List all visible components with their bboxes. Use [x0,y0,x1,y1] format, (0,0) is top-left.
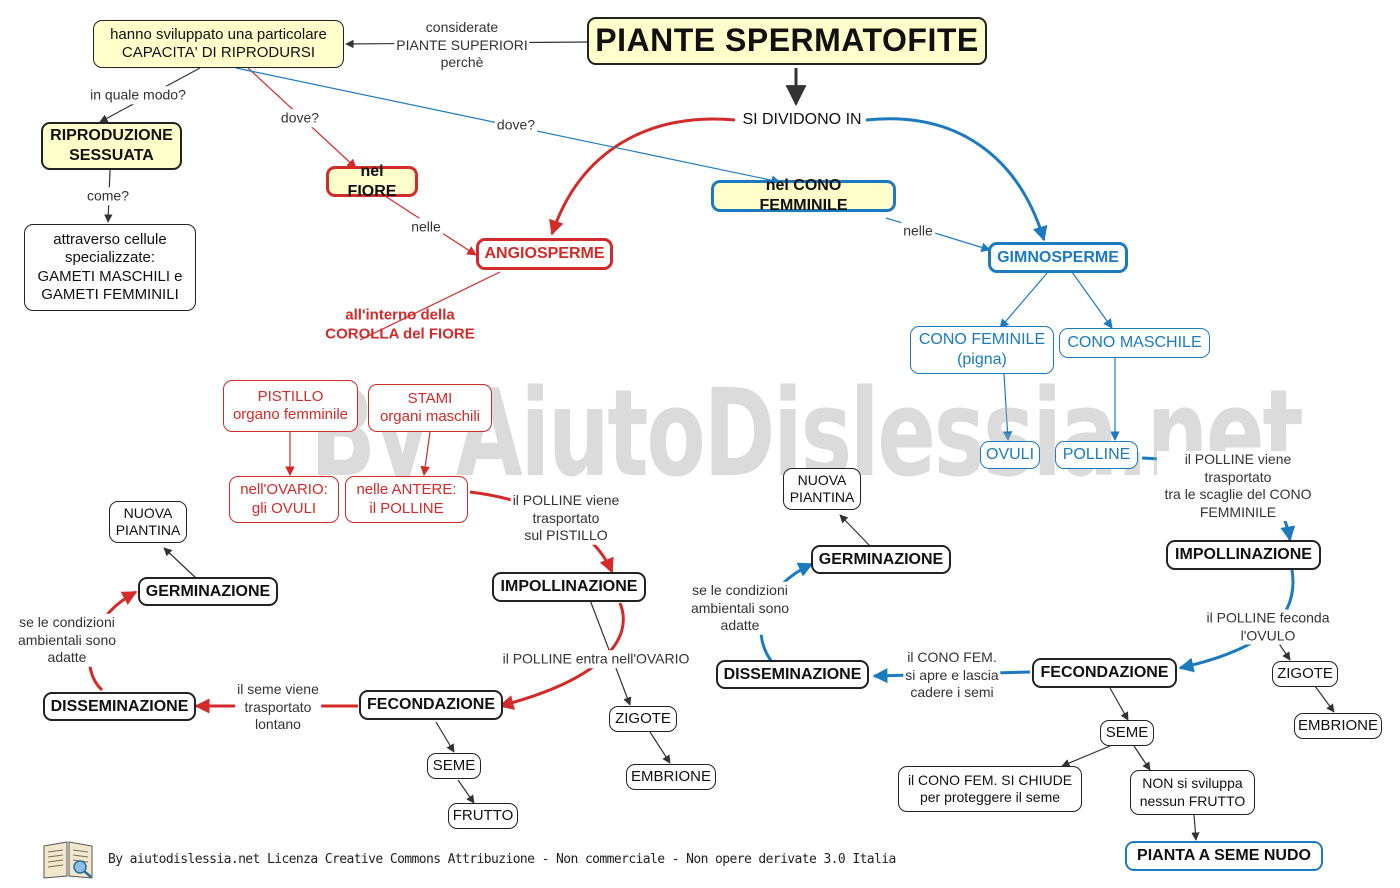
node-a-germinazione: GERMINAZIONE [138,577,278,606]
node-cono-feminile: CONO FEMINILE (pigna) [910,326,1054,374]
node-angiosperme: ANGIOSPERME [476,238,613,270]
node-nel-cono-femminile: nel CONO FEMMINILE [711,177,896,214]
page-title: PIANTE SPERMATOFITE [587,17,987,65]
node-a-embrione: EMBRIONE [626,764,716,790]
label-in-quale-modo: in quale modo? [88,86,188,104]
label-interno-corolla: all'interno della COROLLA del FIORE [325,306,475,342]
node-stami: STAMI organi maschili [368,384,492,432]
node-nel-fiore: nel FIORE [326,163,418,200]
label-g-condizioni: se le condizioni ambientali sono adatte [688,581,792,635]
node-ovario: nell'OVARIO: gli OVULI [229,476,339,523]
node-g-zigote: ZIGOTE [1272,661,1338,687]
node-a-zigote: ZIGOTE [609,706,677,732]
label-g-trasporto: il POLLINE viene trasportato tra le scag… [1157,451,1319,521]
node-capacita: hanno sviluppato una particolare CAPACIT… [93,20,344,68]
node-g-embrione: EMBRIONE [1294,713,1382,739]
node-riproduzione-sessuata: RIPRODUZIONE SESSUATA [41,122,182,170]
node-pistillo: PISTILLO organo femminile [223,380,358,432]
label-nelle-gimno: nelle [901,222,935,240]
node-ovuli: OVULI [980,441,1040,469]
node-gimnosperme: GIMNOSPERME [988,242,1128,273]
license-footer: By aiutodislessia.net Licenza Creative C… [108,852,896,867]
node-g-seme: SEME [1100,720,1154,746]
label-g-cadere: il CONO FEM. si apre e lascia cadere i s… [903,648,1001,702]
label-dove-cono: dove? [494,116,538,134]
book-icon [43,841,93,879]
node-g-germinazione: GERMINAZIONE [811,545,951,574]
node-polline: POLLINE [1055,441,1138,469]
label-a-lontano: il seme viene trasportato lontano [235,680,321,734]
node-a-fecondazione: FECONDAZIONE [359,690,503,720]
node-g-pianta-seme-nudo: PIANTA A SEME NUDO [1125,841,1323,871]
label-a-trasporto: il POLLINE viene trasportato sul PISTILL… [510,491,622,545]
label-si-dividono: SI DIVIDONO IN [742,111,862,128]
label-g-feconda: il POLLINE feconda l'OVULO [1202,609,1334,645]
node-gameti: attraverso cellule specializzate: GAMETI… [24,224,196,311]
node-a-frutto: FRUTTO [448,803,518,829]
node-g-disseminazione: DISSEMINAZIONE [716,660,869,689]
node-a-impollinazione: IMPOLLINAZIONE [492,572,646,602]
node-a-disseminazione: DISSEMINAZIONE [43,692,196,721]
node-g-nuova-piantina: NUOVA PIANTINA [783,468,861,510]
label-nelle-angio: nelle [409,218,443,236]
label-dove-fiore: dove? [278,109,322,127]
node-antere: nelle ANTERE: il POLLINE [345,476,468,523]
label-considerate: considerate PIANTE SUPERIORI perchè [394,18,530,72]
label-a-entra: il POLLINE entra nell'OVARIO [500,650,692,668]
node-g-cono-chiude: il CONO FEM. SI CHIUDE per proteggere il… [898,766,1082,812]
node-a-seme: SEME [427,753,481,779]
label-a-condizioni: se le condizioni ambientali sono adatte [15,613,119,667]
node-g-no-frutto: NON si sviluppa nessun FRUTTO [1130,770,1255,815]
node-g-impollinazione: IMPOLLINAZIONE [1166,540,1321,570]
node-cono-maschile: CONO MASCHILE [1059,328,1210,358]
label-come: come? [84,187,132,205]
node-a-nuova-piantina: NUOVA PIANTINA [109,501,187,543]
node-g-fecondazione: FECONDAZIONE [1032,658,1177,688]
